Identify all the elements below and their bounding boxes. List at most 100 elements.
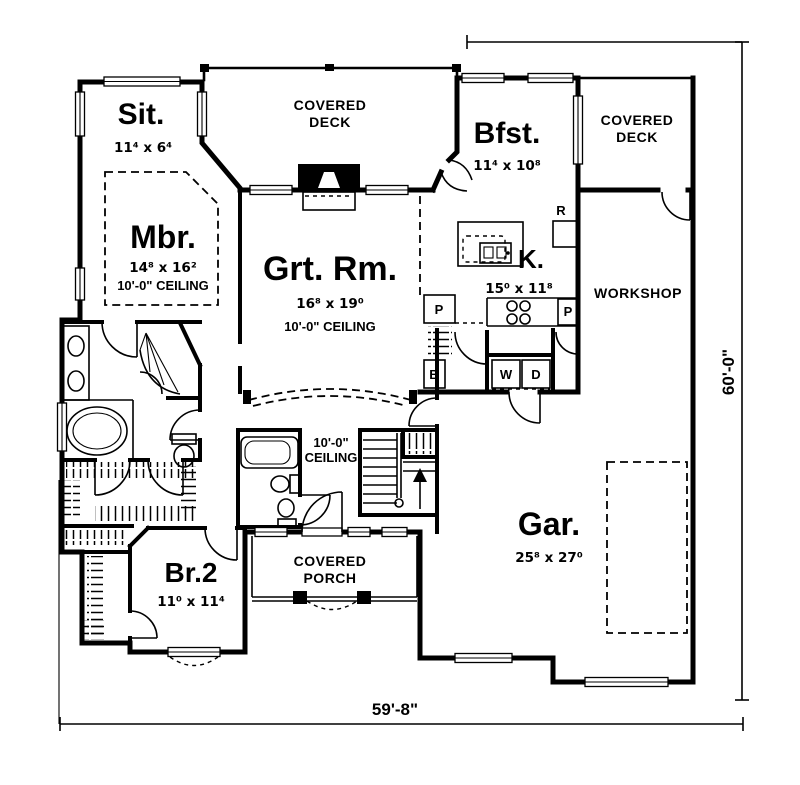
room-dims-kitchen: 15⁰ x 11⁸: [485, 281, 553, 297]
burner: [506, 300, 518, 312]
master-closet-rod: [95, 506, 195, 521]
room-ceiling-mbr: 10'-0" CEILING: [117, 278, 209, 293]
vanity-sink: [67, 370, 85, 392]
porch-post: [357, 591, 371, 604]
garage-bay-dashed: [606, 461, 688, 634]
garden-tub: [66, 406, 128, 456]
toilet-tank: [171, 433, 197, 445]
washer-box: [491, 359, 521, 389]
room-ceiling-grt: 10'-0" CEILING: [284, 319, 376, 334]
room-dims-mbr: 14⁸ x 16²: [129, 260, 197, 276]
fireplace: [298, 164, 360, 211]
bfst-deck-door-leaf1: [440, 171, 468, 192]
master-closet-rod: [66, 462, 196, 478]
toilet-bowl: [173, 444, 195, 468]
br2-closet-rod: [64, 530, 124, 545]
closet-rods: [64, 326, 452, 640]
dryer-box: [521, 359, 551, 389]
room-label-sit: Sit.: [118, 98, 165, 131]
coat-closet-rod: [404, 433, 435, 454]
pantry2-cabinet: [557, 298, 579, 326]
label-covered-deck-top-1: COVERED: [294, 97, 367, 113]
room-label-bfst: Bfst.: [474, 117, 541, 150]
pedestal-sink: [277, 498, 295, 518]
bfst-deck-door-leaf2: [448, 159, 473, 181]
shower-door: [139, 371, 163, 395]
dimension-height: 60'-0": [719, 349, 738, 395]
bathtub: [240, 436, 299, 469]
deck-post: [452, 64, 461, 72]
br2-bay-arc: [169, 656, 219, 667]
pantry1-closet: [423, 294, 456, 324]
master-suite-door: [101, 321, 138, 358]
laundry-hall-door: [454, 331, 488, 365]
kitchen-counter: [486, 297, 578, 327]
label-broom: B: [429, 367, 438, 382]
pantry-bifold: [428, 326, 452, 356]
vanity-sink: [67, 335, 85, 357]
toilet-bowl: [270, 475, 290, 493]
arched-opening: [248, 388, 412, 401]
dashed-lines: [104, 171, 688, 667]
windows: [56, 72, 669, 688]
arched-opening-inner: [252, 395, 408, 407]
laundry-closet-door: [555, 331, 579, 355]
hall-bath-fixtures: [240, 436, 300, 528]
deck-rails: [200, 64, 695, 192]
staircase: [363, 433, 437, 509]
stairs-up-arrow: [413, 468, 427, 482]
island-overhang: [462, 235, 506, 263]
stair-hall-door: [408, 397, 438, 427]
refrigerator: [552, 220, 579, 248]
label-fridge: R: [556, 203, 566, 218]
room-dims-garage: 25⁸ x 27⁰: [515, 550, 583, 566]
br2-closet-rod: [82, 620, 104, 640]
deck-post: [200, 64, 209, 72]
island-sink-box: [479, 242, 512, 264]
broom-closet: [423, 359, 446, 389]
dimension-lines: [58, 35, 749, 731]
room-dims-br2: 11⁰ x 11⁴: [157, 594, 225, 610]
deck-post: [325, 64, 334, 71]
shower-glass: [139, 349, 181, 395]
burner: [519, 313, 531, 325]
label-covered-deck-top-2: DECK: [309, 114, 351, 130]
hall-bath-door: [299, 494, 331, 526]
room-dims-grt: 16⁸ x 19⁰: [296, 296, 364, 312]
room-label-grt: Grt. Rm.: [263, 250, 397, 288]
garage-service-door: [508, 391, 541, 424]
room-label-br2: Br.2: [165, 557, 218, 588]
label-pantry1: P: [435, 302, 444, 317]
label-dryer: D: [531, 367, 540, 382]
porch-post: [293, 591, 307, 604]
label-hall-ceiling-2: CEILING: [305, 450, 358, 465]
master-bath-fixtures: [62, 325, 197, 468]
kitchen-fixtures: [423, 220, 579, 389]
label-pantry2: P: [564, 304, 573, 319]
burner: [519, 300, 531, 312]
garden-tub-inner: [72, 412, 122, 450]
label-covered-deck-right-1: COVERED: [601, 112, 674, 128]
room-label-kitchen: K.: [518, 244, 544, 274]
room-label-garage: Gar.: [518, 506, 580, 542]
label-workshop: WORKSHOP: [594, 285, 682, 301]
mbr-tray-ceiling: [104, 171, 219, 306]
labels: Sit. 11⁴ x 6⁴ Mbr. 14⁸ x 16² 10'-0" CEIL…: [114, 97, 738, 719]
br2-closet-rod: [87, 556, 103, 636]
master-closet-rod: [64, 480, 80, 520]
label-covered-deck-right-2: DECK: [616, 129, 658, 145]
burner: [506, 313, 518, 325]
front-door-sill: [301, 527, 343, 537]
label-washer: W: [500, 367, 513, 382]
label-hall-ceiling-1: 10'-0": [313, 435, 348, 450]
label-covered-porch-2: PORCH: [303, 570, 356, 586]
room-dims-bfst: 11⁴ x 10⁸: [473, 158, 541, 174]
br2-closet-door: [129, 610, 158, 639]
porch-step-arc: [306, 600, 358, 611]
deck-workshop-door: [661, 191, 691, 221]
toilet-tank: [289, 474, 300, 494]
dimension-width: 59'-8": [372, 700, 418, 719]
bathtub-inner: [244, 440, 291, 465]
